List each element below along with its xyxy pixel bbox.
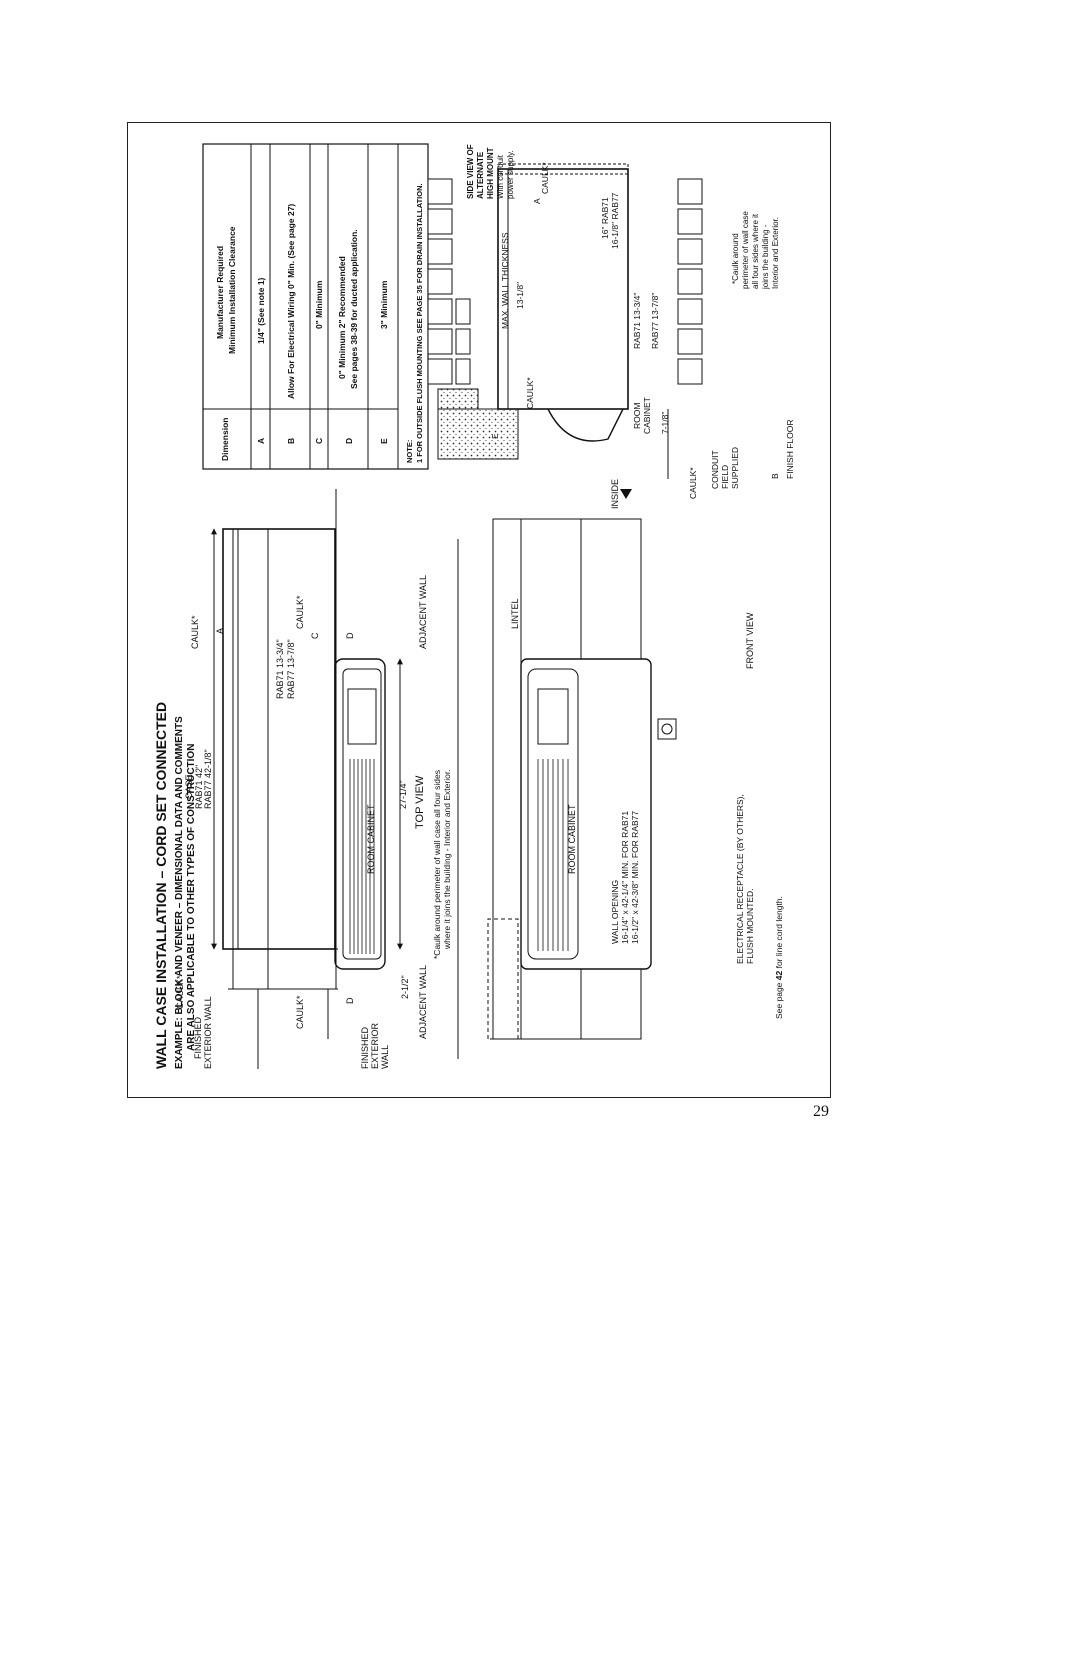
d-left: D bbox=[345, 997, 355, 1004]
row-c-dim: C bbox=[314, 438, 324, 444]
lintel-label: LINTEL bbox=[510, 598, 520, 629]
fin-ext-wall-1: FINISHED bbox=[193, 1016, 203, 1059]
row-c-text: 0" Minimum bbox=[314, 280, 324, 329]
side-sub-2: power supply. bbox=[506, 150, 515, 199]
side-view: MAX. WALL THICKNESS 13-1/8" SIDE VIEW OF… bbox=[427, 144, 795, 499]
cord-note: See page 42 for line cord length. bbox=[774, 896, 784, 1019]
conduit-2: FIELD bbox=[720, 465, 730, 489]
fin-ext-wall-b1: FINISHED bbox=[360, 1026, 370, 1069]
side-room-2: CABINET bbox=[642, 397, 652, 434]
page-number: 29 bbox=[813, 1103, 829, 1120]
clearance-table: Dimension Manufacturer Required Minimum … bbox=[202, 143, 429, 470]
max-wall-label: MAX. WALL THICKNESS bbox=[500, 232, 510, 329]
side-d-cab: 7-1/8" bbox=[660, 412, 670, 434]
subtitle-line-1: EXAMPLE: BLOCK AND VENEER – DIMENSIONAL … bbox=[174, 716, 185, 1069]
top-caulk-note-1: *Caulk around perimeter of wall case all… bbox=[432, 770, 442, 959]
row-b-dim: B bbox=[286, 438, 296, 444]
inside-arrow-icon bbox=[620, 489, 632, 499]
fin-ext-wall-b3: WALL bbox=[380, 1045, 390, 1069]
caulk-left-2: CAULK* bbox=[295, 995, 305, 1029]
wall-opening-2: 16-1/4" x 42-1/4" MIN. FOR RAB71 bbox=[620, 811, 630, 944]
wall-opening-1: WALL OPENING bbox=[610, 880, 620, 944]
top-view-title: TOP VIEW bbox=[414, 775, 426, 829]
table-col2-2: Minimum Installation Clearance bbox=[227, 226, 237, 354]
wall-opening-3: 16-1/2" x 42-3/8" MIN. FOR RAB77 bbox=[630, 811, 640, 944]
page-title: WALL CASE INSTALLATION – CORD SET CONNEC… bbox=[153, 702, 169, 1069]
front-view: ROOM CABINET LINTEL WALL OPENING 16-1/4"… bbox=[457, 479, 784, 1059]
width-dim: 27-1/4" bbox=[398, 780, 408, 809]
side-d77: RAB77 13-7/8" bbox=[650, 293, 660, 349]
side-caulk-bottom: CAULK* bbox=[688, 467, 698, 499]
fin-ext-wall-b2: EXTERIOR bbox=[370, 1022, 380, 1069]
row-b-text: Allow For Electrical Wiring 0" Min. (See… bbox=[286, 204, 296, 399]
note-label: NOTE: bbox=[405, 440, 414, 463]
row-d-text2: See pages 38-39 for ducted application. bbox=[349, 229, 359, 389]
caulk-top-2: CAULK* bbox=[295, 595, 305, 629]
side-caulk-note-5: Interior and Exterior. bbox=[771, 217, 780, 289]
installation-diagram: WALL CASE INSTALLATION – CORD SET CONNEC… bbox=[153, 143, 795, 1069]
side-rab77: 16-1/8" RAB77 bbox=[610, 192, 620, 249]
conduit-3: SUPPLIED bbox=[730, 447, 740, 489]
top-caulk-note-2: where it joins the building - Interior a… bbox=[442, 769, 452, 950]
table-col1: Dimension bbox=[220, 418, 230, 461]
side-caulk-note-1: *Caulk around bbox=[731, 233, 740, 284]
row-a-text: 1/4" (See note 1) bbox=[256, 277, 266, 344]
caulk-left: CAULK* bbox=[175, 975, 185, 1009]
front-room-cabinet: ROOM CABINET bbox=[567, 804, 577, 874]
c-label: C bbox=[310, 632, 320, 639]
side-sub-1: With conduit bbox=[496, 154, 505, 199]
case-rab77: RAB77 42-1/8" bbox=[203, 749, 213, 809]
case-label: CASE bbox=[184, 774, 194, 799]
side-caulk-top: CAULK* bbox=[540, 162, 550, 194]
side-rab71: 16" RAB71 bbox=[600, 197, 610, 239]
adjacent-wall-left: ADJACENT WALL bbox=[418, 965, 428, 1039]
row-d-dim: D bbox=[344, 438, 354, 444]
max-wall-value: 13-1/8" bbox=[515, 282, 525, 309]
offset-dim: 2-1/2" bbox=[400, 975, 410, 999]
row-e-dim: E bbox=[379, 438, 389, 444]
front-view-title: FRONT VIEW bbox=[745, 612, 755, 669]
side-caulk-note-3: all four sides where it bbox=[751, 213, 760, 289]
rotated-figure: WALL CASE INSTALLATION – CORD SET CONNEC… bbox=[128, 123, 832, 1099]
side-title-2: ALTERNATE bbox=[476, 151, 485, 199]
side-e: E bbox=[490, 433, 500, 439]
side-a: A bbox=[532, 198, 542, 204]
top-view-room-cabinet: ROOM CABINET bbox=[366, 804, 376, 874]
depth-rab71: RAB71 13-3/4" bbox=[275, 639, 285, 699]
inside-label: INSIDE bbox=[610, 479, 620, 509]
row-a-dim: A bbox=[256, 438, 266, 444]
figure-frame: WALL CASE INSTALLATION – CORD SET CONNEC… bbox=[127, 122, 831, 1098]
depth-rab77: RAB77 13-7/8" bbox=[286, 639, 296, 699]
table-col2-1: Manufacturer Required bbox=[215, 246, 225, 339]
row-d-text: 0" Minimum 2" Recommended bbox=[337, 256, 347, 379]
side-caulk-note-4: joins the building - bbox=[761, 224, 770, 290]
top-view: ROOM CABINET CASE RAB71 42" RAB77 42-1/8… bbox=[175, 489, 452, 1069]
note-text: 1 FOR OUTSIDE FLUSH MOUNTING SEE PAGE 35… bbox=[415, 183, 424, 463]
a-label: A bbox=[215, 628, 225, 634]
receptacle-2: FLUSH MOUNTED. bbox=[745, 888, 755, 964]
side-title-3: HIGH MOUNT bbox=[486, 147, 495, 199]
side-b: B bbox=[770, 473, 780, 479]
subtitle-line-2: ARE ALSO APPLICABLE TO OTHER TYPES OF CO… bbox=[186, 744, 197, 1051]
row-e-text: 3" Minimum bbox=[379, 280, 389, 329]
d-right: D bbox=[345, 632, 355, 639]
conduit-1: CONDUIT bbox=[710, 450, 720, 489]
side-caulk-mid: CAULK* bbox=[525, 377, 535, 409]
side-caulk-note-2: perimeter of wall case bbox=[741, 211, 750, 289]
side-room-1: ROOM bbox=[632, 403, 642, 429]
finish-floor: FINISH FLOOR bbox=[785, 419, 795, 479]
caulk-top: CAULK* bbox=[190, 615, 200, 649]
adjacent-wall-right: ADJACENT WALL bbox=[418, 575, 428, 649]
case-rab71: RAB71 42" bbox=[194, 765, 204, 809]
receptacle-1: ELECTRICAL RECEPTACLE (BY OTHERS), bbox=[735, 794, 745, 964]
side-d71: RAB71 13-3/4" bbox=[632, 293, 642, 349]
side-title-1: SIDE VIEW OF bbox=[466, 144, 475, 199]
fin-ext-wall-2: EXTERIOR WALL bbox=[203, 996, 213, 1069]
